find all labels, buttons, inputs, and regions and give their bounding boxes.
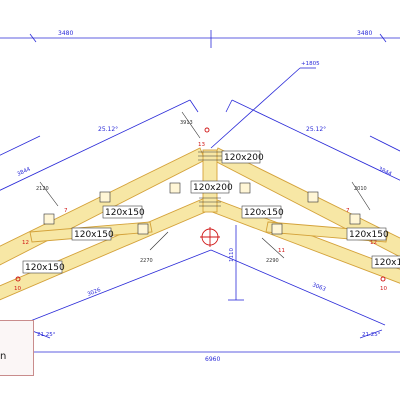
ridge-leader [210,67,316,149]
rafter-length-left: 3844 [16,166,32,178]
node-tag: 12 [22,240,29,246]
node [204,127,210,133]
dim-top-right: 3480 [357,30,372,37]
pitch-right: 25.12° [306,126,326,133]
plate [169,182,181,194]
dim-top-left: 3480 [58,30,73,37]
node-tags: 7 7 13 12 10 10 12 11 [14,142,387,292]
rafter-length-right: 3844 [377,166,393,178]
section-right-lower: 120x150 [349,230,389,240]
detail-dim: 2010 [354,186,367,192]
detail-dim: 2290 [266,258,279,264]
lower-dimension-lines [0,225,400,353]
node-tag: 7 [64,208,68,214]
side-panel[interactable]: n [0,320,34,376]
section-right-strut: 120x150 [244,208,284,218]
detail-dim: 2120 [36,186,49,192]
node [380,276,386,282]
section-left-tie: 120x150 [25,263,65,273]
bottom-angle-right: 21.25° [362,332,381,338]
section-left-lower: 120x150 [74,230,114,240]
plate [271,223,283,235]
plate [99,191,111,203]
timber-members [0,147,400,301]
section-apex-mid: 120x200 [193,183,233,193]
section-apex-top: 120x200 [224,153,264,163]
section-left-strut: 120x150 [105,208,145,218]
top-dimension [0,30,400,48]
node-tag: 7 [346,208,350,214]
node-tag: 10 [14,286,21,292]
node-tag: 12 [370,240,377,246]
node-tag: 10 [380,286,387,292]
plate [137,223,149,235]
detail-dim: 2270 [140,258,153,264]
height-dimension: 1110 [229,248,235,262]
ridge-hatch [198,151,222,207]
section-labels: 120x200 120x200 120x150 120x150 120x150 … [22,150,400,274]
span-dimension: 6960 [205,356,220,363]
plate [43,213,55,225]
ridge-offset-label: +1805 [301,61,320,67]
pitch-left: 25.12° [98,126,118,133]
side-panel-label: n [0,351,7,362]
node-tag: 11 [278,248,285,254]
detail-dim: 3913 [180,120,193,126]
section-right-tie: 120x150 [374,258,400,268]
rafter-dimension-lines [0,99,400,191]
plate [239,182,251,194]
plate [307,191,319,203]
bottom-angle-left: 21.25° [37,332,56,338]
tie-length-right: 3063 [311,282,327,293]
connector-plates [43,182,361,235]
tie-length-left: 3026 [87,287,103,298]
node-tag: 13 [198,142,205,148]
detail-leaders [39,111,371,259]
node-markers [15,127,386,282]
plate [349,213,361,225]
node [15,276,21,282]
